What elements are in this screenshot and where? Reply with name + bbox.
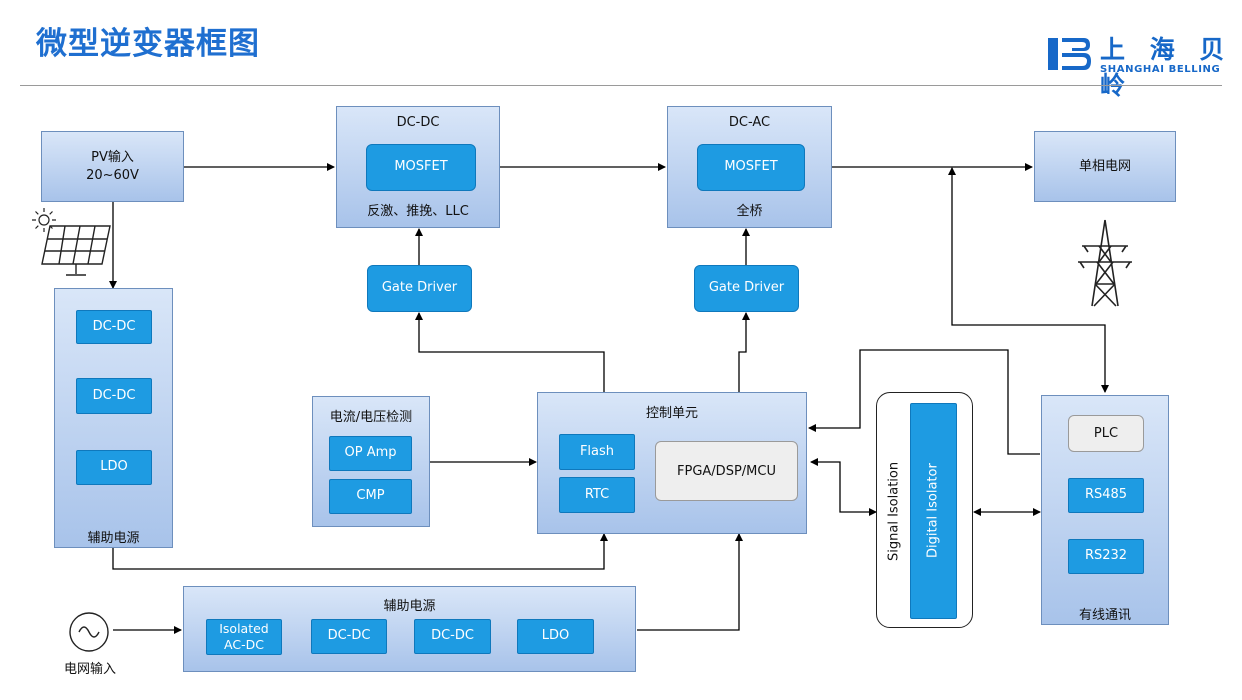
pv-input-block: PV输入 20~60V	[41, 131, 184, 202]
ac-source-icon	[69, 612, 109, 652]
wired-comm-caption: 有线通讯	[1078, 608, 1131, 623]
processor-block: FPGA/DSP/MCU	[655, 441, 798, 501]
control-unit-title: 控制单元	[645, 406, 698, 421]
belling-logo-icon	[1048, 38, 1091, 70]
solar-panel-icon	[41, 225, 111, 276]
wired-comm-panel: PLC RS485 RS232 有线通讯	[1041, 395, 1169, 625]
sensing-panel: 电流/电压检测 OP Amp CMP	[312, 396, 430, 527]
signal-isolation-panel: Signal Isolation Digital Isolator	[876, 392, 973, 628]
dcdc-stage-title: DC-DC	[396, 115, 440, 130]
aux-bottom-isolated-acdc: Isolated AC-DC	[206, 619, 282, 655]
dcac-stage-panel: DC-AC MOSFET 全桥	[667, 106, 832, 228]
rs232-block: RS232	[1068, 539, 1144, 574]
plc-block: PLC	[1068, 415, 1144, 452]
aux-bottom-dcdc-1: DC-DC	[311, 619, 387, 654]
logo-english-text: SHANGHAI BELLING	[1100, 64, 1221, 75]
header-divider	[20, 85, 1222, 86]
gate-driver-dcdc: Gate Driver	[367, 265, 472, 312]
page-title: 微型逆变器框图	[36, 26, 260, 62]
op-amp-block: OP Amp	[329, 436, 412, 471]
dcdc-mosfet-block: MOSFET	[366, 144, 476, 191]
signal-isolation-label: Signal Isolation	[886, 461, 902, 561]
gate-driver-dcac: Gate Driver	[694, 265, 799, 312]
dcac-mosfet-block: MOSFET	[697, 144, 805, 191]
transmission-tower-icon	[1078, 219, 1132, 307]
aux-left-ldo: LDO	[76, 450, 152, 485]
aux-left-caption: 辅助电源	[87, 531, 140, 546]
rtc-block: RTC	[559, 477, 635, 513]
aux-left-dcdc-2: DC-DC	[76, 378, 152, 414]
aux-power-left-panel: DC-DC DC-DC LDO 辅助电源	[54, 288, 173, 548]
rs485-block: RS485	[1068, 478, 1144, 513]
flash-block: Flash	[559, 434, 635, 470]
dcac-stage-caption: 全桥	[736, 204, 763, 219]
aux-bottom-dcdc-2: DC-DC	[414, 619, 491, 654]
grid-input-label: 电网输入	[63, 662, 116, 677]
digital-isolator-block: Digital Isolator	[910, 403, 957, 619]
cmp-block: CMP	[329, 479, 412, 514]
sun-icon	[32, 208, 56, 232]
sensing-title: 电流/电压检测	[329, 410, 413, 425]
grid-block: 单相电网	[1034, 131, 1176, 202]
dcdc-stage-panel: DC-DC MOSFET 反激、推挽、LLC	[336, 106, 500, 228]
logo-chinese-text: 上 海 贝 岭	[1100, 35, 1233, 100]
aux-power-bottom-panel: 辅助电源 Isolated AC-DC DC-DC DC-DC LDO	[183, 586, 636, 672]
aux-bottom-title: 辅助电源	[383, 599, 436, 614]
dcdc-stage-caption: 反激、推挽、LLC	[367, 204, 469, 219]
dcac-stage-title: DC-AC	[728, 115, 771, 130]
aux-left-dcdc-1: DC-DC	[76, 310, 152, 344]
control-unit-panel: 控制单元 Flash RTC FPGA/DSP/MCU	[537, 392, 807, 534]
aux-bottom-ldo: LDO	[517, 619, 594, 654]
